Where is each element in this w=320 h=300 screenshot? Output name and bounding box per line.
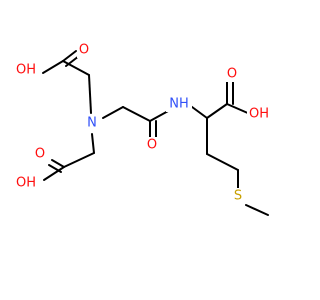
oh-top-backplate (14, 62, 38, 78)
o-mid-backplate (33, 146, 47, 162)
s-backplate (231, 188, 245, 204)
bond-c4-oh (43, 166, 65, 181)
o-mid-label: O (35, 147, 45, 162)
o-top-label: O (79, 43, 89, 58)
bond-n-c3 (91, 133, 95, 154)
bond-c2-n (88, 74, 92, 114)
oh-bottom-backplate (14, 175, 38, 191)
nh-label: NH (169, 97, 189, 112)
bond-c4-o (51, 159, 65, 168)
s-label: S (234, 189, 242, 204)
bond-n-c5 (102, 106, 124, 119)
oh-top-label: OH (16, 63, 36, 78)
bond-c1-o-double (65, 55, 80, 67)
oh-right-label: OH (249, 107, 269, 122)
oh-bottom-label: OH (16, 176, 36, 191)
bond-s-ch3 (245, 204, 269, 216)
o-acid-label: O (227, 67, 237, 82)
o-top-backplate (77, 42, 91, 58)
bond-ca-c (206, 103, 228, 119)
molecule-drawing: OH O N O OH O NH O OH S (14, 42, 271, 216)
bond-c1-oh (42, 60, 64, 74)
bond-c-oh (226, 103, 251, 115)
o-acid-backplate (225, 66, 239, 82)
bond-c1-o (62, 50, 77, 62)
o-amide-backplate (145, 137, 159, 153)
n-tert-backplate (84, 115, 100, 131)
nh-backplate (166, 96, 192, 112)
o-amide-label: O (147, 138, 157, 153)
bond-cb-cg (206, 153, 239, 171)
bond-c4-o-double (48, 164, 62, 173)
n-tert-label: N (87, 116, 97, 131)
structure-canvas: OH O N O OH O NH O OH S (14, 42, 271, 216)
bond-c3-c4 (63, 152, 95, 168)
bond-c5-c6 (122, 106, 151, 122)
bond-c1-c2 (62, 60, 90, 76)
oh-right-backplate (247, 106, 271, 122)
